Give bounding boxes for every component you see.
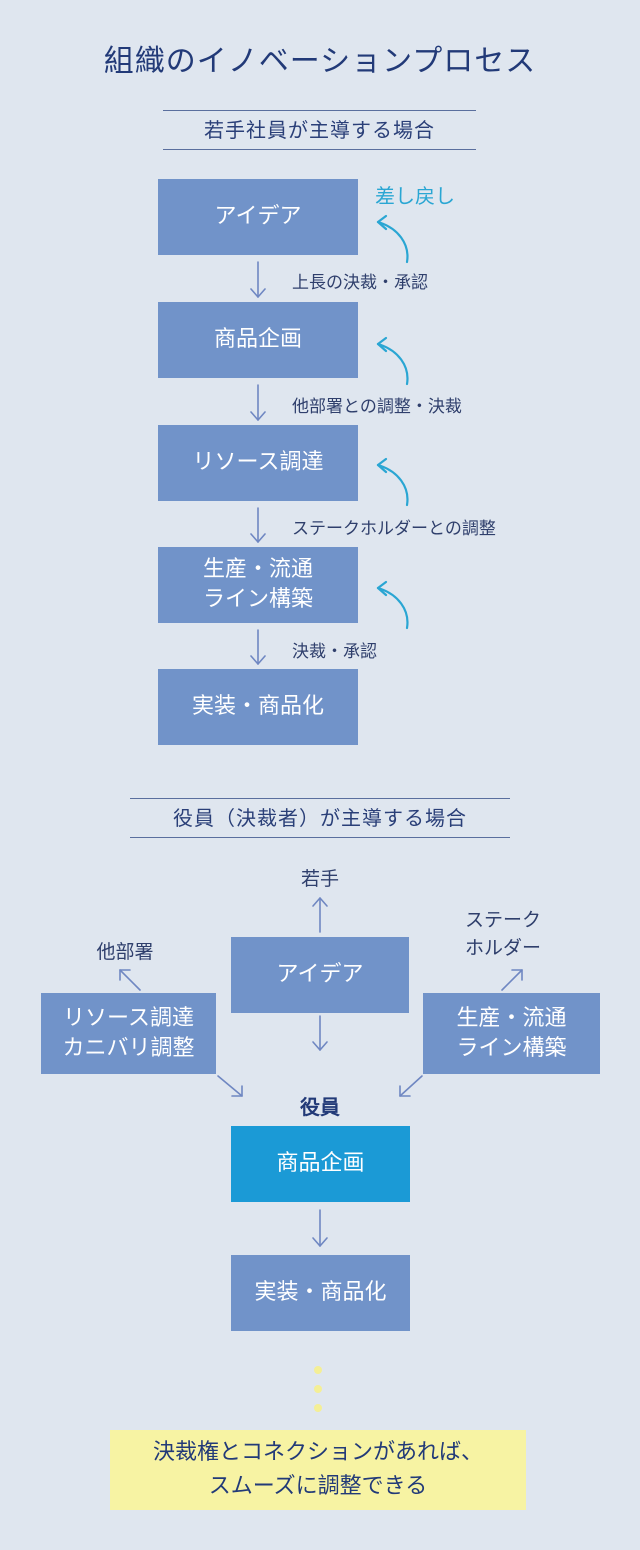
exec-idea-label: アイデア (276, 962, 364, 987)
up-arrow-junior (312, 897, 328, 933)
transition-label-4: 決裁・承認 (292, 642, 377, 662)
transition-label-1: 上長の決裁・承認 (292, 273, 428, 293)
label-junior: 若手 (300, 868, 339, 890)
remand-label: 差し戻し (375, 184, 455, 208)
down-arrow-4 (250, 629, 266, 665)
down-arrow-planning (312, 1209, 328, 1247)
step-production: 生産・流通 ライン構築 (158, 547, 358, 623)
label-other-departments: 他部署 (96, 941, 154, 963)
exec-resources-box: リソース調達 カニバリ調整 (41, 993, 216, 1074)
exec-resources-label-line1: リソース調達 (63, 1005, 194, 1031)
conclusion-note: 決裁権とコネクションがあれば、 スムーズに調整できる (110, 1430, 526, 1510)
arrow-right-to-officer (399, 1075, 423, 1097)
ellipsis-dot-3 (314, 1404, 322, 1412)
down-arrow-idea (312, 1015, 328, 1051)
ellipsis-dot-2 (314, 1385, 322, 1393)
conclusion-line1: 決裁権とコネクションがあれば、 (152, 1440, 483, 1465)
remand-arrow-2 (376, 336, 409, 386)
conclusion-line2: スムーズに調整できる (208, 1474, 428, 1499)
arrow-to-stakeholders (501, 969, 523, 991)
exec-implementation-label: 実装・商品化 (254, 1280, 387, 1305)
step-resources: リソース調達 (158, 425, 358, 501)
section-heading-junior: 若手社員が主導する場合 (163, 110, 476, 150)
page-title: 組織のイノベーションプロセス (103, 44, 537, 79)
step-implementation-label: 実装・商品化 (191, 694, 324, 719)
step-production-label-line1: 生産・流通 (202, 557, 313, 582)
label-stakeholders-line1: ステーク (464, 909, 541, 931)
officer-label: 役員 (300, 1095, 340, 1119)
exec-production-box: 生産・流通 ライン構築 (423, 993, 600, 1074)
exec-planning-label: 商品企画 (276, 1151, 365, 1176)
transition-label-3: ステークホルダーとの調整 (292, 519, 496, 539)
step-idea-label: アイデア (214, 204, 302, 229)
section-heading-executive: 役員（決裁者）が主導する場合 (130, 798, 510, 838)
exec-production-label-line1: 生産・流通 (456, 1005, 567, 1031)
remand-arrow-4 (376, 580, 409, 630)
remand-arrow-1 (376, 214, 409, 264)
step-resources-label: リソース調達 (192, 450, 324, 475)
step-implementation: 実装・商品化 (158, 669, 358, 745)
remand-arrow-3 (376, 457, 409, 507)
label-stakeholders: ステーク ホルダー (448, 906, 558, 962)
step-planning: 商品企画 (158, 302, 358, 378)
ellipsis-dot-1 (314, 1366, 322, 1374)
transition-label-2: 他部署との調整・決裁 (292, 397, 462, 417)
exec-production-label-line2: ライン構築 (456, 1035, 567, 1061)
step-planning-label: 商品企画 (213, 327, 302, 352)
exec-resources-label-line2: カニバリ調整 (62, 1035, 195, 1061)
down-arrow-3 (250, 507, 266, 543)
exec-implementation: 実装・商品化 (231, 1255, 410, 1331)
down-arrow-2 (250, 384, 266, 421)
arrow-left-to-officer (217, 1075, 243, 1097)
exec-idea: アイデア (231, 937, 409, 1013)
step-idea: アイデア (158, 179, 358, 255)
step-production-label-line2: ライン構築 (202, 587, 313, 612)
exec-planning: 商品企画 (231, 1126, 410, 1202)
down-arrow-1 (250, 261, 266, 298)
label-stakeholders-line2: ホルダー (464, 937, 541, 959)
arrow-to-other-departments (119, 969, 141, 991)
